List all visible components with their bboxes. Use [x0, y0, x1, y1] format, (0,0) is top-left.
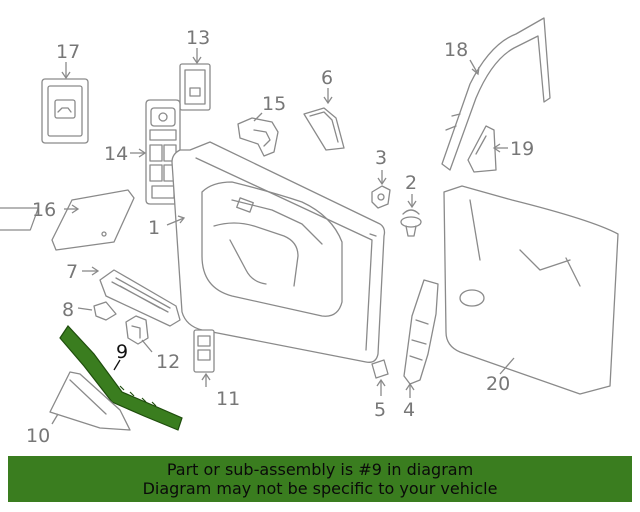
callout-3: 3: [375, 147, 387, 169]
banner-line-2: Diagram may not be specific to your vehi…: [142, 479, 498, 498]
part-19-corner-trim[interactable]: [467, 125, 497, 173]
callout-13: 13: [186, 27, 210, 49]
callout-2: 2: [405, 172, 417, 194]
info-banner: Part or sub-assembly is #9 in diagram Di…: [8, 456, 632, 502]
callout-10: 10: [26, 425, 50, 447]
callout-14: 14: [104, 143, 128, 165]
banner-line-1: Part or sub-assembly is #9 in diagram: [166, 460, 474, 479]
callout-4: 4: [403, 399, 415, 421]
part-8-cover[interactable]: [93, 301, 117, 321]
callout-16: 16: [32, 199, 56, 221]
callout-19: 19: [510, 138, 534, 160]
callout-5: 5: [374, 399, 386, 421]
part-17-display[interactable]: [41, 78, 89, 144]
part-11-switch-module[interactable]: [193, 329, 215, 373]
part-18-frame-trim[interactable]: [441, 17, 551, 171]
part-4-bracket[interactable]: [403, 279, 439, 385]
part-16-panel[interactable]: [0, 189, 135, 251]
part-9-trim-strip[interactable]: [59, 325, 183, 431]
part-15-trim[interactable]: [237, 117, 279, 157]
part-2-push-pin[interactable]: [400, 209, 422, 237]
part-20-door-carrier[interactable]: [443, 185, 619, 395]
parts-diagram: 1 2 3 4 5 6 7 8 9 10 11 12 13 14 15 16 1…: [0, 17, 619, 447]
part-6-cover[interactable]: [303, 107, 345, 151]
callout-6: 6: [321, 67, 333, 89]
callout-15: 15: [262, 93, 286, 115]
callout-20: 20: [486, 373, 510, 395]
callout-17: 17: [56, 41, 80, 63]
callout-7: 7: [66, 261, 78, 283]
callout-9: 9: [116, 341, 128, 363]
part-12-switch[interactable]: [125, 315, 149, 345]
part-3-clip[interactable]: [371, 185, 391, 209]
part-7-grille[interactable]: [99, 269, 181, 327]
part-13-switch[interactable]: [179, 63, 211, 111]
part-10-lower-trim[interactable]: [49, 371, 131, 431]
callout-12: 12: [156, 351, 180, 373]
part-1-door-panel[interactable]: [171, 141, 386, 363]
callout-8: 8: [62, 299, 74, 321]
callout-1: 1: [148, 217, 160, 239]
callout-11: 11: [216, 388, 240, 410]
callout-18: 18: [444, 39, 468, 61]
part-5-clip[interactable]: [371, 359, 389, 379]
